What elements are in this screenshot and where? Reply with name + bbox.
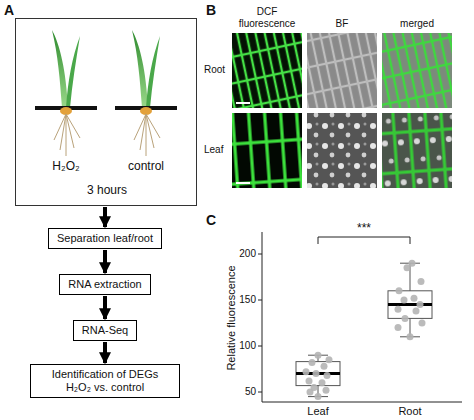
column-header: merged <box>382 18 452 30</box>
category-label: Root <box>385 405 435 417</box>
panel-letter: C <box>206 214 226 226</box>
column-header: BF <box>312 18 372 30</box>
node-text: Separation leaf/root <box>57 232 153 245</box>
significance-mark: *** <box>344 222 384 234</box>
category-label: Leaf <box>293 405 343 417</box>
panel-letter: B <box>206 4 226 16</box>
node-text: 3 hours <box>87 183 127 197</box>
flow-arrow <box>103 296 107 319</box>
flow-arrow <box>103 342 107 363</box>
node-text: H₂O₂ <box>52 159 79 173</box>
axis-title: Relative fluorescence <box>225 248 237 388</box>
tick-label: 50 <box>232 386 256 398</box>
process-box: Identification of DEGs H₂O₂ vs. control <box>30 364 180 398</box>
row-label: Leaf <box>204 144 231 156</box>
process-box: RNA extraction <box>59 274 150 295</box>
node-text: RNA extraction <box>68 278 141 291</box>
node-text: RNA-Seq <box>82 324 128 337</box>
node-text: control <box>128 159 164 173</box>
flow-arrow <box>103 207 107 227</box>
panel-letter: A <box>4 4 24 16</box>
seedling-control <box>115 30 177 156</box>
process-box: Separation leaf/root <box>48 228 162 249</box>
treatment-box: H₂O₂ control3 hours <box>15 18 197 206</box>
box-plot <box>258 232 462 402</box>
node-text: Identification of DEGs H₂O₂ vs. control <box>39 368 171 394</box>
seedling-h2o2 <box>35 30 97 156</box>
process-box: RNA-Seq <box>73 320 137 341</box>
row-label: Root <box>204 64 231 76</box>
micrographs <box>232 33 452 188</box>
flow-arrow <box>103 250 107 273</box>
tick-label: 200 <box>232 248 256 260</box>
column-header: DCF fluorescence <box>230 6 304 30</box>
